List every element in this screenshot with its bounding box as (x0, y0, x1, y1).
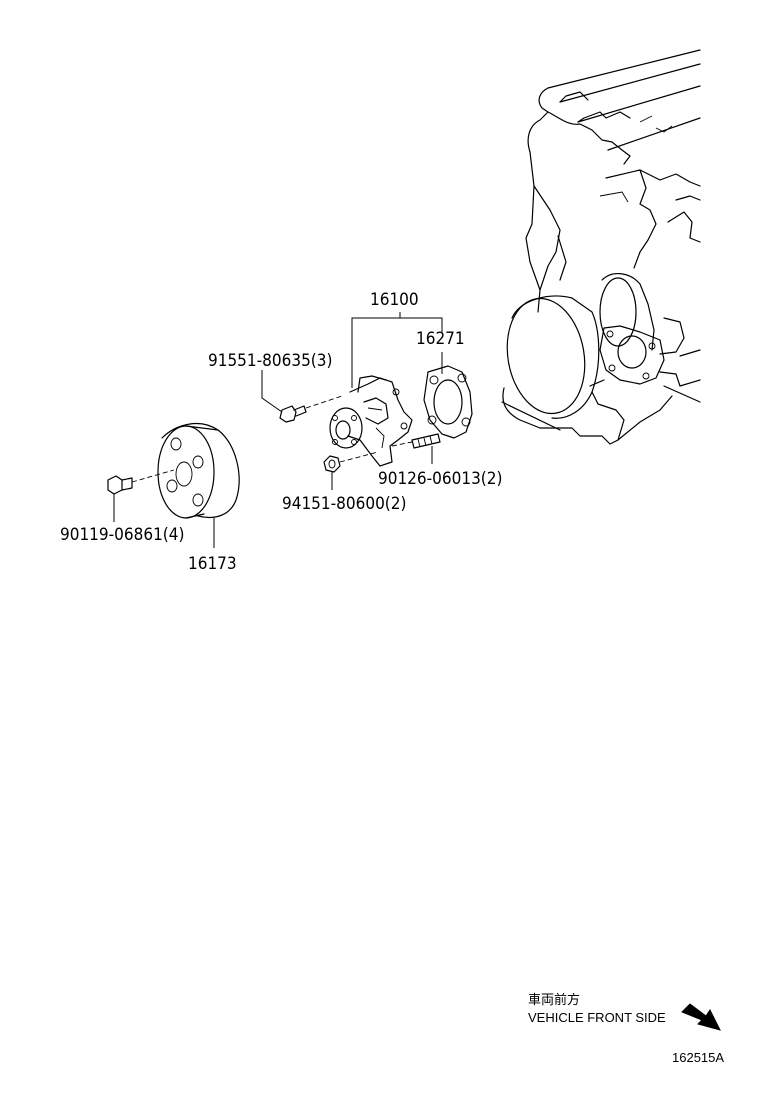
stud-bolt-drawing (391, 433, 441, 449)
part-label-94151: 94151-80600(2) (282, 494, 406, 514)
part-label-90119: 90119-06861(4) (60, 525, 184, 545)
part-label-16271: 16271 (416, 329, 465, 349)
pulley-bolt-drawing (107, 469, 175, 495)
pump-bolt-drawing (279, 395, 343, 423)
figure-id: 162515A (672, 1050, 724, 1065)
part-label-90126: 90126-06013(2) (378, 469, 502, 489)
gasket-drawing (423, 365, 473, 439)
part-label-16173: 16173 (188, 554, 237, 574)
water-pump-drawing (329, 375, 413, 467)
direction-label-japanese: 車両前方 (528, 992, 580, 1007)
engine-block-drawing (501, 49, 701, 445)
pulley-drawing (157, 423, 240, 519)
direction-label-english: VEHICLE FRONT SIDE (528, 1010, 666, 1025)
part-label-16100: 16100 (370, 290, 419, 310)
direction-arrow-icon (681, 1003, 721, 1031)
part-label-91551: 91551-80635(3) (208, 351, 332, 371)
leader-lines (113, 312, 443, 548)
nut-drawing (323, 451, 379, 473)
